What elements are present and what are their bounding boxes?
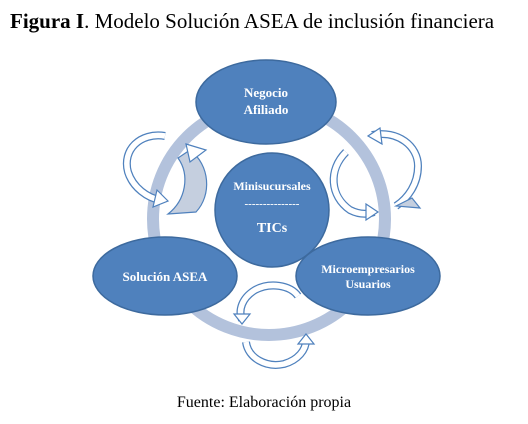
node-solucion-asea: Solución ASEA bbox=[92, 236, 238, 316]
node-center-line1: Minisucursales bbox=[233, 179, 311, 193]
circular-arrow-bottom bbox=[232, 281, 316, 369]
node-center-divider: --------------- bbox=[245, 198, 300, 210]
node-center-line2: TICs bbox=[257, 221, 288, 236]
node-micro-line1: Microempresarios bbox=[321, 262, 415, 276]
node-microempresarios-usuarios: Microempresarios Usuarios bbox=[295, 236, 441, 316]
node-solucion-line1: Solución ASEA bbox=[123, 269, 209, 284]
node-negocio-afiliado: Negocio Afiliado bbox=[195, 59, 337, 145]
figure-caption: . Modelo Solución ASEA de inclusión fina… bbox=[84, 9, 495, 33]
circular-arrow-right bbox=[329, 126, 423, 222]
figure-source: Fuente: Elaboración propia bbox=[176, 394, 352, 411]
figure-label: Figura I bbox=[10, 9, 85, 33]
node-negocio-line1: Negocio bbox=[244, 85, 288, 100]
node-micro-line2: Usuarios bbox=[345, 277, 391, 291]
figure-title: Figura I. Modelo Solución ASEA de inclus… bbox=[10, 8, 526, 34]
node-negocio-line2: Afiliado bbox=[244, 102, 289, 117]
node-minisucursales-tics: Minisucursales --------------- TICs bbox=[214, 152, 330, 268]
circular-arrow-left bbox=[122, 131, 208, 215]
